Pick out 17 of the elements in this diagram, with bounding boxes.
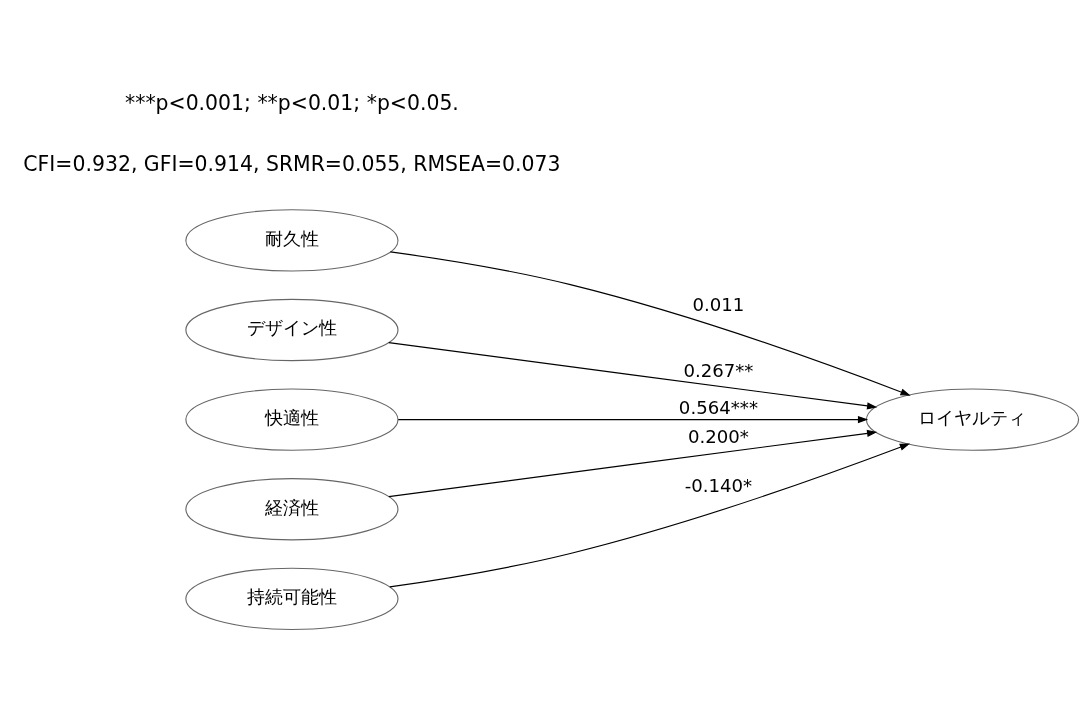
node-ellipse: 快適性 xyxy=(185,387,399,451)
arrow xyxy=(389,250,911,396)
arrow xyxy=(388,429,878,497)
label: ***p<0.001; **p<0.01; *p<0.05. xyxy=(124,90,459,115)
node-ellipse: デザイン性 xyxy=(185,298,399,361)
label: CFI=0.932, GFI=0.914, SRMR=0.055, RMSEA=0.073 xyxy=(23,151,561,176)
node-ellipse: 経済性 xyxy=(185,477,399,540)
edge-label: 0.200* xyxy=(687,425,749,447)
node-ellipse: 耐久性 xyxy=(185,208,399,272)
node-ellipse: 持続可能性 xyxy=(185,567,399,630)
edge-label: 0.011 xyxy=(692,293,745,314)
edge-label: 0.564*** xyxy=(678,396,758,418)
arrow xyxy=(397,415,869,423)
edge-label: 0.267** xyxy=(683,359,754,381)
arrow xyxy=(388,341,878,409)
edge-label: -0.140* xyxy=(684,474,753,496)
arrow xyxy=(389,443,910,587)
